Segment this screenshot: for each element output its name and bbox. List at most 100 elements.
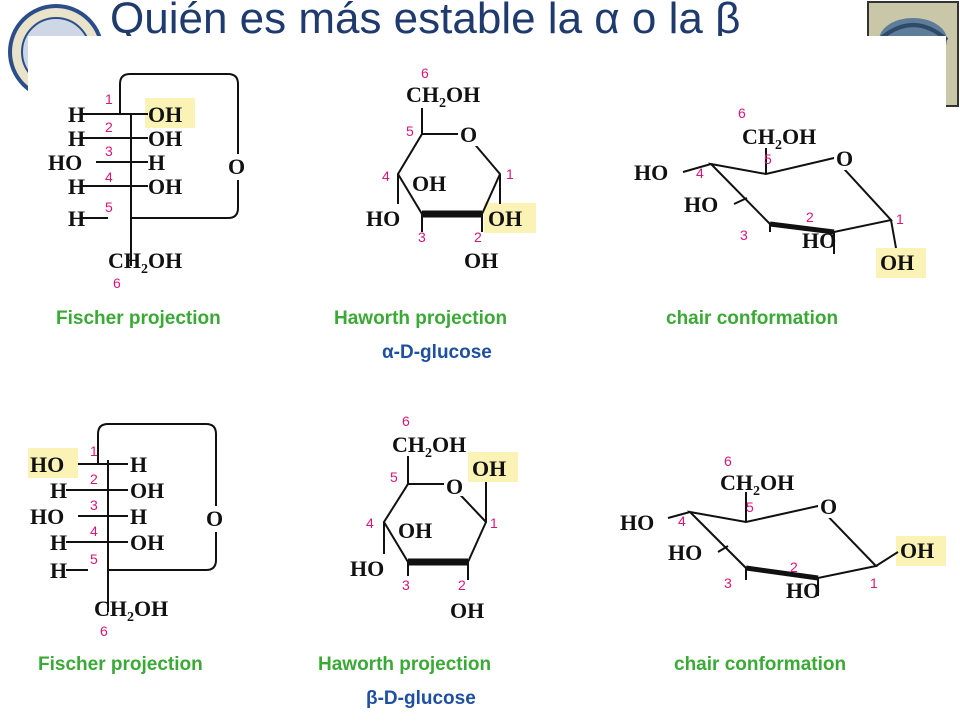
atom-h: H (68, 174, 85, 199)
ring-oxygen: O (206, 506, 223, 531)
anomer-name-alpha: α-D-glucose (382, 342, 492, 363)
atom-h: H (148, 150, 165, 175)
carbon-number: 3 (402, 577, 410, 593)
atom-h: H (50, 558, 67, 583)
fischer-alpha: H OH H OH HO H H OH H O CH2OH 1 2 3 4 5 … (48, 73, 250, 291)
carbon-number: 4 (678, 513, 686, 529)
atom-h: H (68, 206, 85, 231)
carbon-number: 4 (90, 523, 98, 539)
fischer-beta: HO H H OH HO H H OH H O CH2OH 1 2 3 4 5 … (28, 423, 228, 639)
carbon-number: 3 (724, 575, 732, 591)
carbon-number: 1 (90, 443, 98, 459)
carbon-number: 3 (740, 227, 748, 243)
carbon-number: 4 (366, 515, 374, 531)
carbon-number: 5 (390, 469, 398, 485)
carbon-number: 6 (113, 275, 121, 291)
atom-ho: HO (48, 150, 82, 175)
carbon-number: 3 (90, 497, 98, 513)
carbon-number: 4 (696, 165, 704, 181)
atom-ch2oh: CH2OH (406, 82, 480, 111)
atom-h: H (68, 102, 85, 127)
atom-ho: HO (366, 206, 400, 231)
atom-oh: OH (148, 102, 182, 127)
beta-chair-anomeric-highlight (896, 536, 946, 566)
carbon-number: 5 (90, 551, 98, 567)
atom-oh: OH (412, 171, 446, 196)
carbon-number: 4 (105, 169, 113, 185)
carbon-number: 5 (406, 123, 414, 139)
atom-oh: OH (880, 250, 914, 275)
carbon-number: 1 (105, 91, 113, 107)
slide-title: Quién es más estable la α o la β (110, 0, 741, 43)
ring-oxygen: O (228, 154, 245, 179)
atom-oh: OH (488, 206, 522, 231)
carbon-number: 6 (402, 413, 410, 429)
alpha-fischer-anomeric-highlight (145, 98, 195, 128)
atom-oh: OH (472, 456, 506, 481)
atom-oh: OH (148, 174, 182, 199)
carbon-number: 5 (746, 499, 754, 515)
caption-fischer-alpha: Fischer projection (56, 308, 221, 329)
carbon-number: 4 (382, 168, 390, 184)
alpha-chair-anomeric-highlight (876, 248, 926, 278)
carbon-number: 2 (458, 577, 466, 593)
atom-h: H (50, 530, 67, 555)
atom-h: H (68, 126, 85, 151)
carbon-number: 6 (738, 105, 746, 121)
carbon-number: 6 (421, 65, 429, 81)
atom-ho: HO (30, 452, 64, 477)
atom-h: H (130, 452, 147, 477)
carbon-number: 1 (490, 515, 498, 531)
atom-ch2oh: CH2OH (720, 470, 794, 499)
caption-fischer-beta: Fischer projection (38, 654, 203, 675)
haworth-beta: O CH2OH OH OH HO OH 6 5 4 3 2 1 (350, 413, 518, 623)
atom-ch2oh: CH2OH (108, 248, 182, 277)
ring-oxygen: O (820, 494, 837, 519)
carbon-number: 1 (506, 166, 514, 182)
caption-chair-beta: chair conformation (674, 654, 846, 675)
atom-oh: OH (900, 538, 934, 563)
atom-ch2oh: CH2OH (742, 124, 816, 153)
carbon-number: 5 (105, 199, 113, 215)
carbon-number: 5 (764, 151, 772, 167)
atom-h: H (50, 478, 67, 503)
ring-oxygen: O (836, 146, 853, 171)
glucose-figure: H OH H OH HO H H OH H O CH2OH 1 2 3 4 5 … (28, 36, 946, 720)
atom-ho: HO (634, 160, 668, 185)
atom-ch2oh: CH2OH (94, 596, 168, 625)
alpha-haworth-anomeric-highlight (484, 203, 536, 233)
carbon-number: 2 (105, 119, 113, 135)
atom-ho: HO (350, 556, 384, 581)
carbon-number: 2 (90, 471, 98, 487)
atom-ho: HO (684, 192, 718, 217)
beta-haworth-anomeric-highlight (468, 452, 518, 482)
haworth-alpha: O CH2OH OH HO OH OH 6 5 4 3 2 1 (366, 65, 536, 273)
anomer-name-beta: β-D-glucose (366, 688, 476, 709)
atom-oh: OH (398, 518, 432, 543)
carbon-number: 3 (105, 143, 113, 159)
chair-beta: O CH2OH HO HO HO OH 6 5 4 3 2 1 (620, 453, 946, 603)
atom-oh: OH (130, 478, 164, 503)
glucose-structures: H OH H OH HO H H OH H O CH2OH 1 2 3 4 5 … (28, 65, 946, 709)
atom-oh: OH (450, 598, 484, 623)
carbon-number: 6 (100, 623, 108, 639)
atom-ho: HO (786, 578, 820, 603)
atom-oh: OH (130, 530, 164, 555)
atom-oh: OH (464, 248, 498, 273)
carbon-number: 3 (418, 229, 426, 245)
beta-fischer-anomeric-highlight (28, 448, 78, 478)
chair-alpha: O CH2OH HO HO HO OH 6 5 4 3 2 1 (634, 105, 926, 278)
atom-ho: HO (668, 540, 702, 565)
carbon-number: 6 (724, 453, 732, 469)
carbon-number: 1 (896, 211, 904, 227)
carbon-number: 2 (806, 209, 814, 225)
caption-haworth-alpha: Haworth projection (334, 308, 507, 329)
atom-h: H (130, 504, 147, 529)
caption-chair-alpha: chair conformation (666, 308, 838, 329)
ring-oxygen: O (460, 122, 477, 147)
atom-ho: HO (620, 510, 654, 535)
ring-oxygen: O (446, 474, 463, 499)
atom-ho: HO (802, 228, 836, 253)
carbon-number: 2 (790, 559, 798, 575)
atom-oh: OH (148, 126, 182, 151)
